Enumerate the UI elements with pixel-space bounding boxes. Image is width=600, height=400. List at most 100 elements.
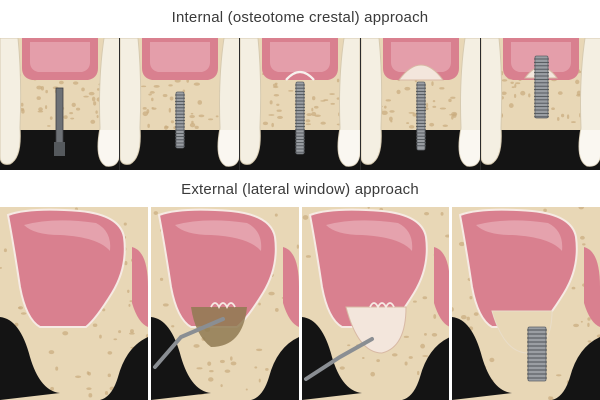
bone-pore xyxy=(513,93,517,99)
bone-pore xyxy=(142,106,147,110)
tooth-crown xyxy=(338,130,360,167)
bone-pore xyxy=(276,109,283,112)
bone-pore xyxy=(408,125,414,129)
tooth-crown xyxy=(218,130,240,167)
bone-pore xyxy=(421,296,427,300)
bone-pore xyxy=(431,105,436,108)
bone-pore xyxy=(403,335,409,338)
bone-pore xyxy=(381,110,388,116)
tooth-crown xyxy=(98,130,120,167)
bone-pore xyxy=(405,122,409,125)
bone-pore xyxy=(268,114,275,116)
bone-pore xyxy=(519,90,526,96)
bone-pore xyxy=(189,114,196,119)
bone-pore xyxy=(254,366,257,369)
bone-pore xyxy=(369,371,375,377)
bone-pore xyxy=(81,87,85,92)
bone-pore xyxy=(314,114,322,117)
bone-pore xyxy=(311,111,317,117)
elevator-instrument xyxy=(152,317,225,369)
bone-pore xyxy=(548,396,552,400)
external-step-4 xyxy=(452,207,600,400)
bone-pore xyxy=(71,102,76,107)
bone-pore xyxy=(391,353,398,357)
bone-pore xyxy=(268,291,275,296)
bone-pore xyxy=(88,393,93,398)
bone-pore xyxy=(255,348,262,352)
bone-pore xyxy=(75,375,82,379)
bone-pore xyxy=(459,241,466,247)
bone-pore xyxy=(113,338,118,341)
bone-pore xyxy=(320,100,326,102)
bone-pore xyxy=(388,110,395,113)
soft-tissue-right xyxy=(552,337,600,400)
bone-pore xyxy=(36,85,42,90)
internal-step-3 xyxy=(240,38,361,170)
bone-pore xyxy=(560,113,565,118)
bone-pore xyxy=(587,340,592,343)
bone-pore xyxy=(20,312,27,315)
bone-pore xyxy=(38,107,43,112)
bone-pore xyxy=(508,103,514,108)
bone-pore xyxy=(439,107,446,110)
bone-pore xyxy=(573,323,580,328)
bone-pore xyxy=(245,388,248,391)
bone-pore xyxy=(258,378,261,383)
maxillary-sinus xyxy=(382,38,459,80)
tooth-crown xyxy=(578,130,600,167)
graft-carrier xyxy=(303,337,374,381)
bone-pore xyxy=(3,248,7,253)
bone-pore xyxy=(55,366,59,371)
bone-pore xyxy=(230,361,237,366)
bone-pore xyxy=(274,93,280,97)
external-approach-row xyxy=(0,207,600,400)
bone-pore xyxy=(90,119,96,124)
bone-pore xyxy=(375,359,380,363)
bone-pore xyxy=(118,330,122,334)
bone-pore xyxy=(447,98,452,103)
bone-pore xyxy=(170,325,175,328)
maxillary-sinus xyxy=(262,38,339,80)
soft-tissue-left xyxy=(150,317,211,400)
bone-pore xyxy=(229,356,233,361)
bone-pore xyxy=(72,81,79,85)
bone-pore xyxy=(581,320,584,323)
internal-approach-heading: Internal (osteotome crestal) approach xyxy=(171,9,429,26)
bone-pore xyxy=(75,107,81,111)
osteotome-icon xyxy=(0,38,120,170)
bone-pore xyxy=(274,213,278,217)
bone-pore xyxy=(219,359,225,364)
bone-pore xyxy=(93,101,97,106)
sinus-highlight xyxy=(325,220,412,251)
sinus-highlight xyxy=(390,42,451,72)
bone-pore xyxy=(306,123,312,126)
bone-pore xyxy=(438,87,445,90)
soft-tissue-right xyxy=(401,337,450,400)
bone-pore xyxy=(263,121,269,126)
bone-pore xyxy=(277,115,284,119)
sinus-highlight xyxy=(476,220,563,251)
osteotome-handle xyxy=(54,142,65,156)
bone-pore xyxy=(587,317,591,321)
bone-pore xyxy=(149,91,156,94)
bone-pore xyxy=(45,89,48,94)
bone-pore xyxy=(305,119,311,123)
bone-pore xyxy=(86,371,90,375)
tooth-left xyxy=(0,38,22,165)
bone-pore xyxy=(95,110,98,114)
bone-pore xyxy=(170,120,175,124)
bone-pore xyxy=(339,366,345,370)
bone-pore xyxy=(566,114,570,120)
bone-pore xyxy=(69,112,74,115)
seated-implant-icon xyxy=(480,38,600,170)
maxillary-sinus xyxy=(22,38,98,80)
bone-pore xyxy=(96,115,99,119)
bone-pore xyxy=(147,123,151,128)
bone-pore xyxy=(423,212,429,216)
bone-pore xyxy=(276,103,280,106)
bone-pore xyxy=(169,96,174,101)
bone-pore xyxy=(63,115,68,119)
bone-pore xyxy=(164,125,169,130)
bone-pore xyxy=(428,122,434,127)
tooth-crown xyxy=(458,130,480,167)
